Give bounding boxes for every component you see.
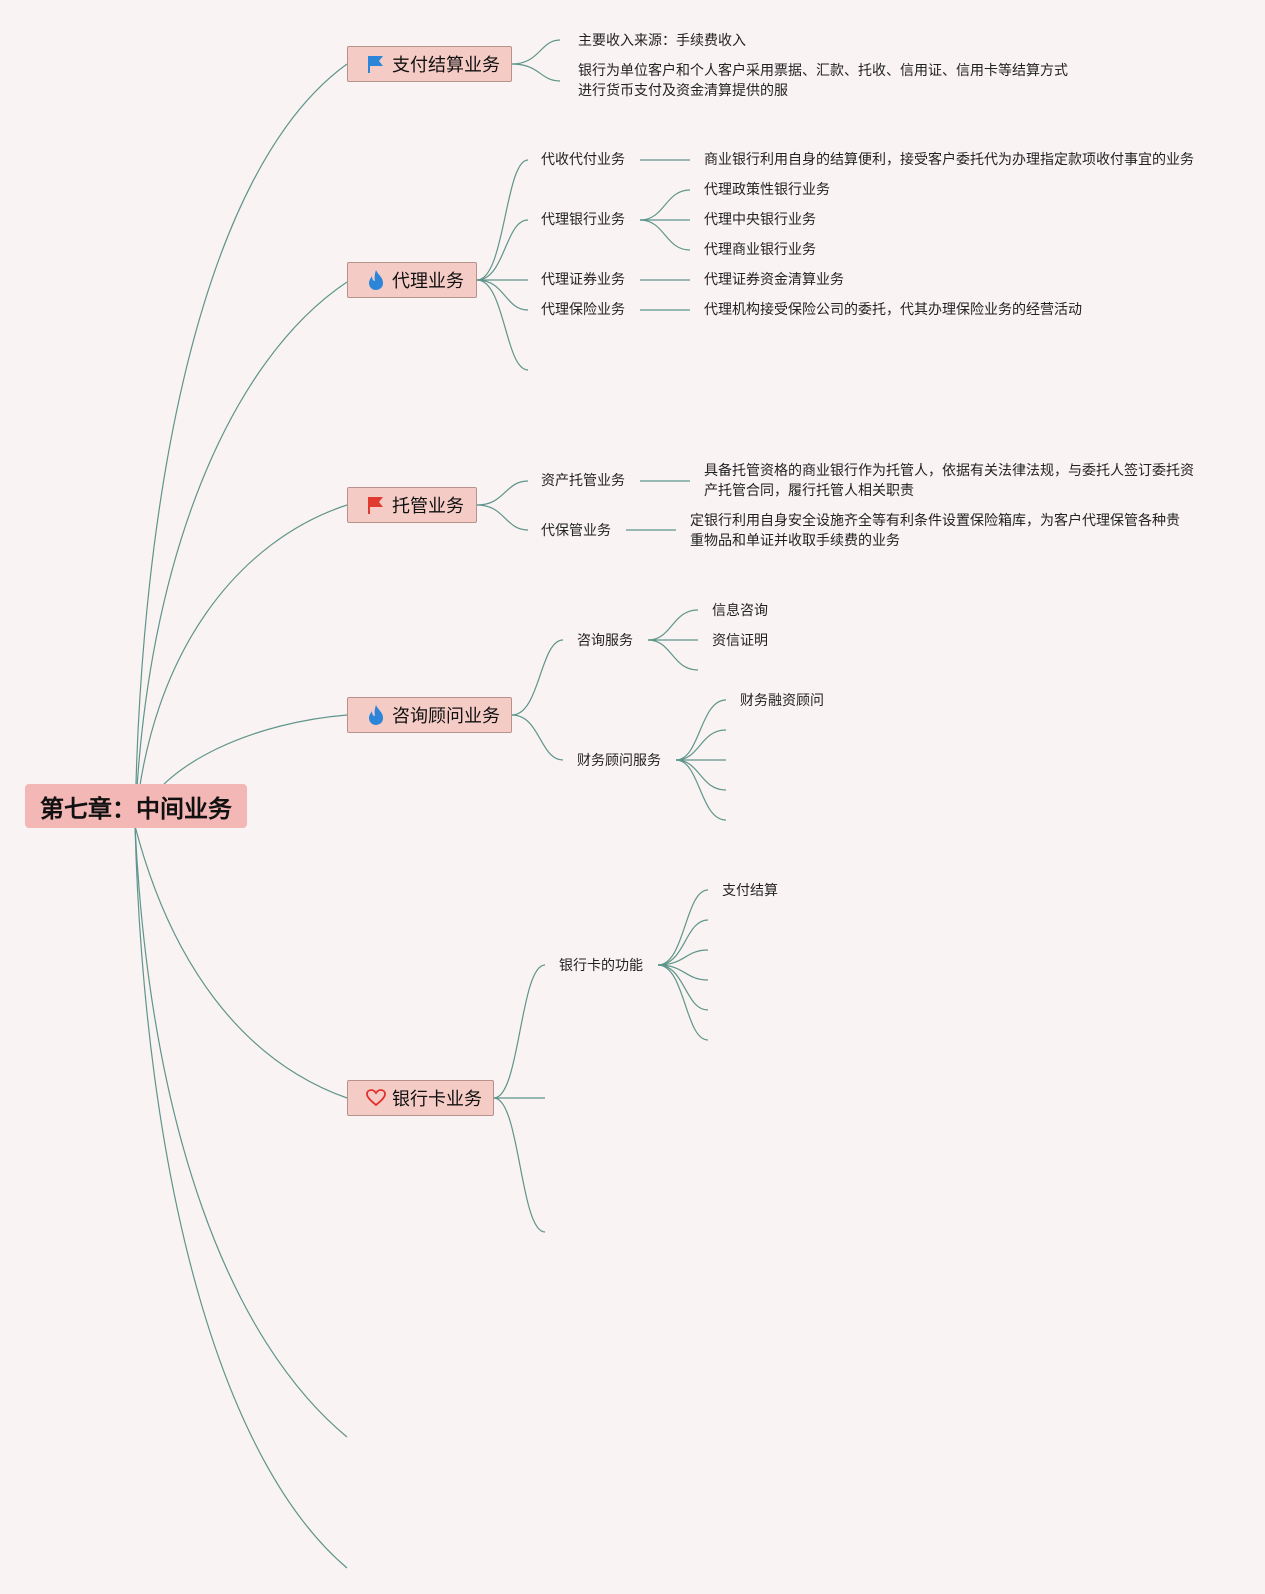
- topic-label: 银行卡业务: [392, 1089, 482, 1110]
- topic-payment-settlement[interactable]: 支付结算业务: [347, 46, 512, 82]
- subtopic[interactable]: 代理证券业务: [541, 272, 625, 288]
- leaf-item[interactable]: 商业银行利用自身的结算便利，接受客户委托代为办理指定款项收付事宜的业务: [704, 152, 1194, 168]
- subtopic[interactable]: 咨询服务: [577, 633, 633, 649]
- blue-flag-icon: [364, 53, 388, 75]
- link-root-b1: [134, 63, 348, 827]
- root-topic[interactable]: 第七章：中间业务: [25, 784, 247, 828]
- leaf-item[interactable]: 主要收入来源：手续费收入: [578, 33, 746, 49]
- link-root-b2: [134, 281, 348, 827]
- subtopic[interactable]: 代保管业务: [541, 523, 611, 539]
- leaf-item[interactable]: 定银行利用自身安全设施齐全等有利条件设置保险箱库，为客户代理保管各种贵重物品和单…: [690, 513, 1180, 549]
- link-root-b5: [134, 825, 348, 1099]
- leaf-item[interactable]: 代理商业银行业务: [704, 242, 816, 258]
- topic-label: 支付结算业务: [392, 55, 500, 76]
- topic-bank-card[interactable]: 银行卡业务: [347, 1080, 494, 1116]
- link-root-b6: [134, 825, 348, 1438]
- heart-icon: [364, 1087, 388, 1109]
- subtopic[interactable]: 财务顾问服务: [577, 753, 661, 769]
- flame-icon: [364, 269, 388, 291]
- subtopic[interactable]: 代收代付业务: [541, 152, 625, 168]
- subtopic[interactable]: 代理银行业务: [541, 212, 625, 228]
- leaf-item[interactable]: 财务融资顾问: [740, 693, 824, 709]
- link-root-b7: [134, 825, 348, 1569]
- leaf-item[interactable]: 代理政策性银行业务: [704, 182, 830, 198]
- leaf-item[interactable]: 代理中央银行业务: [704, 212, 816, 228]
- link-root-b3: [134, 504, 348, 827]
- leaf-item[interactable]: 信息咨询: [712, 603, 768, 619]
- leaf-item[interactable]: 代理证券资金清算业务: [704, 272, 844, 288]
- leaf-item[interactable]: 具备托管资格的商业银行作为托管人，依据有关法律法规，与委托人签订委托资产托管合同…: [704, 463, 1194, 499]
- topic-label: 代理业务: [392, 271, 464, 292]
- subtopic[interactable]: 银行卡的功能: [559, 958, 643, 974]
- subtopic[interactable]: 资产托管业务: [541, 473, 625, 489]
- topic-agency[interactable]: 代理业务: [347, 262, 477, 298]
- leaf-item[interactable]: 资信证明: [712, 633, 768, 649]
- topic-label: 咨询顾问业务: [392, 706, 500, 727]
- topic-custody[interactable]: 托管业务: [347, 487, 477, 523]
- subtopic[interactable]: 代理保险业务: [541, 302, 625, 318]
- topic-consulting[interactable]: 咨询顾问业务: [347, 697, 512, 733]
- leaf-item[interactable]: 支付结算: [722, 883, 778, 899]
- flame-icon: [364, 704, 388, 726]
- topic-label: 托管业务: [392, 496, 464, 517]
- leaf-item[interactable]: 银行为单位客户和个人客户采用票据、汇款、托收、信用证、信用卡等结算方式进行货币支…: [578, 63, 1068, 99]
- leaf-item[interactable]: 代理机构接受保险公司的委托，代其办理保险业务的经营活动: [704, 302, 1082, 318]
- red-flag-icon: [364, 494, 388, 516]
